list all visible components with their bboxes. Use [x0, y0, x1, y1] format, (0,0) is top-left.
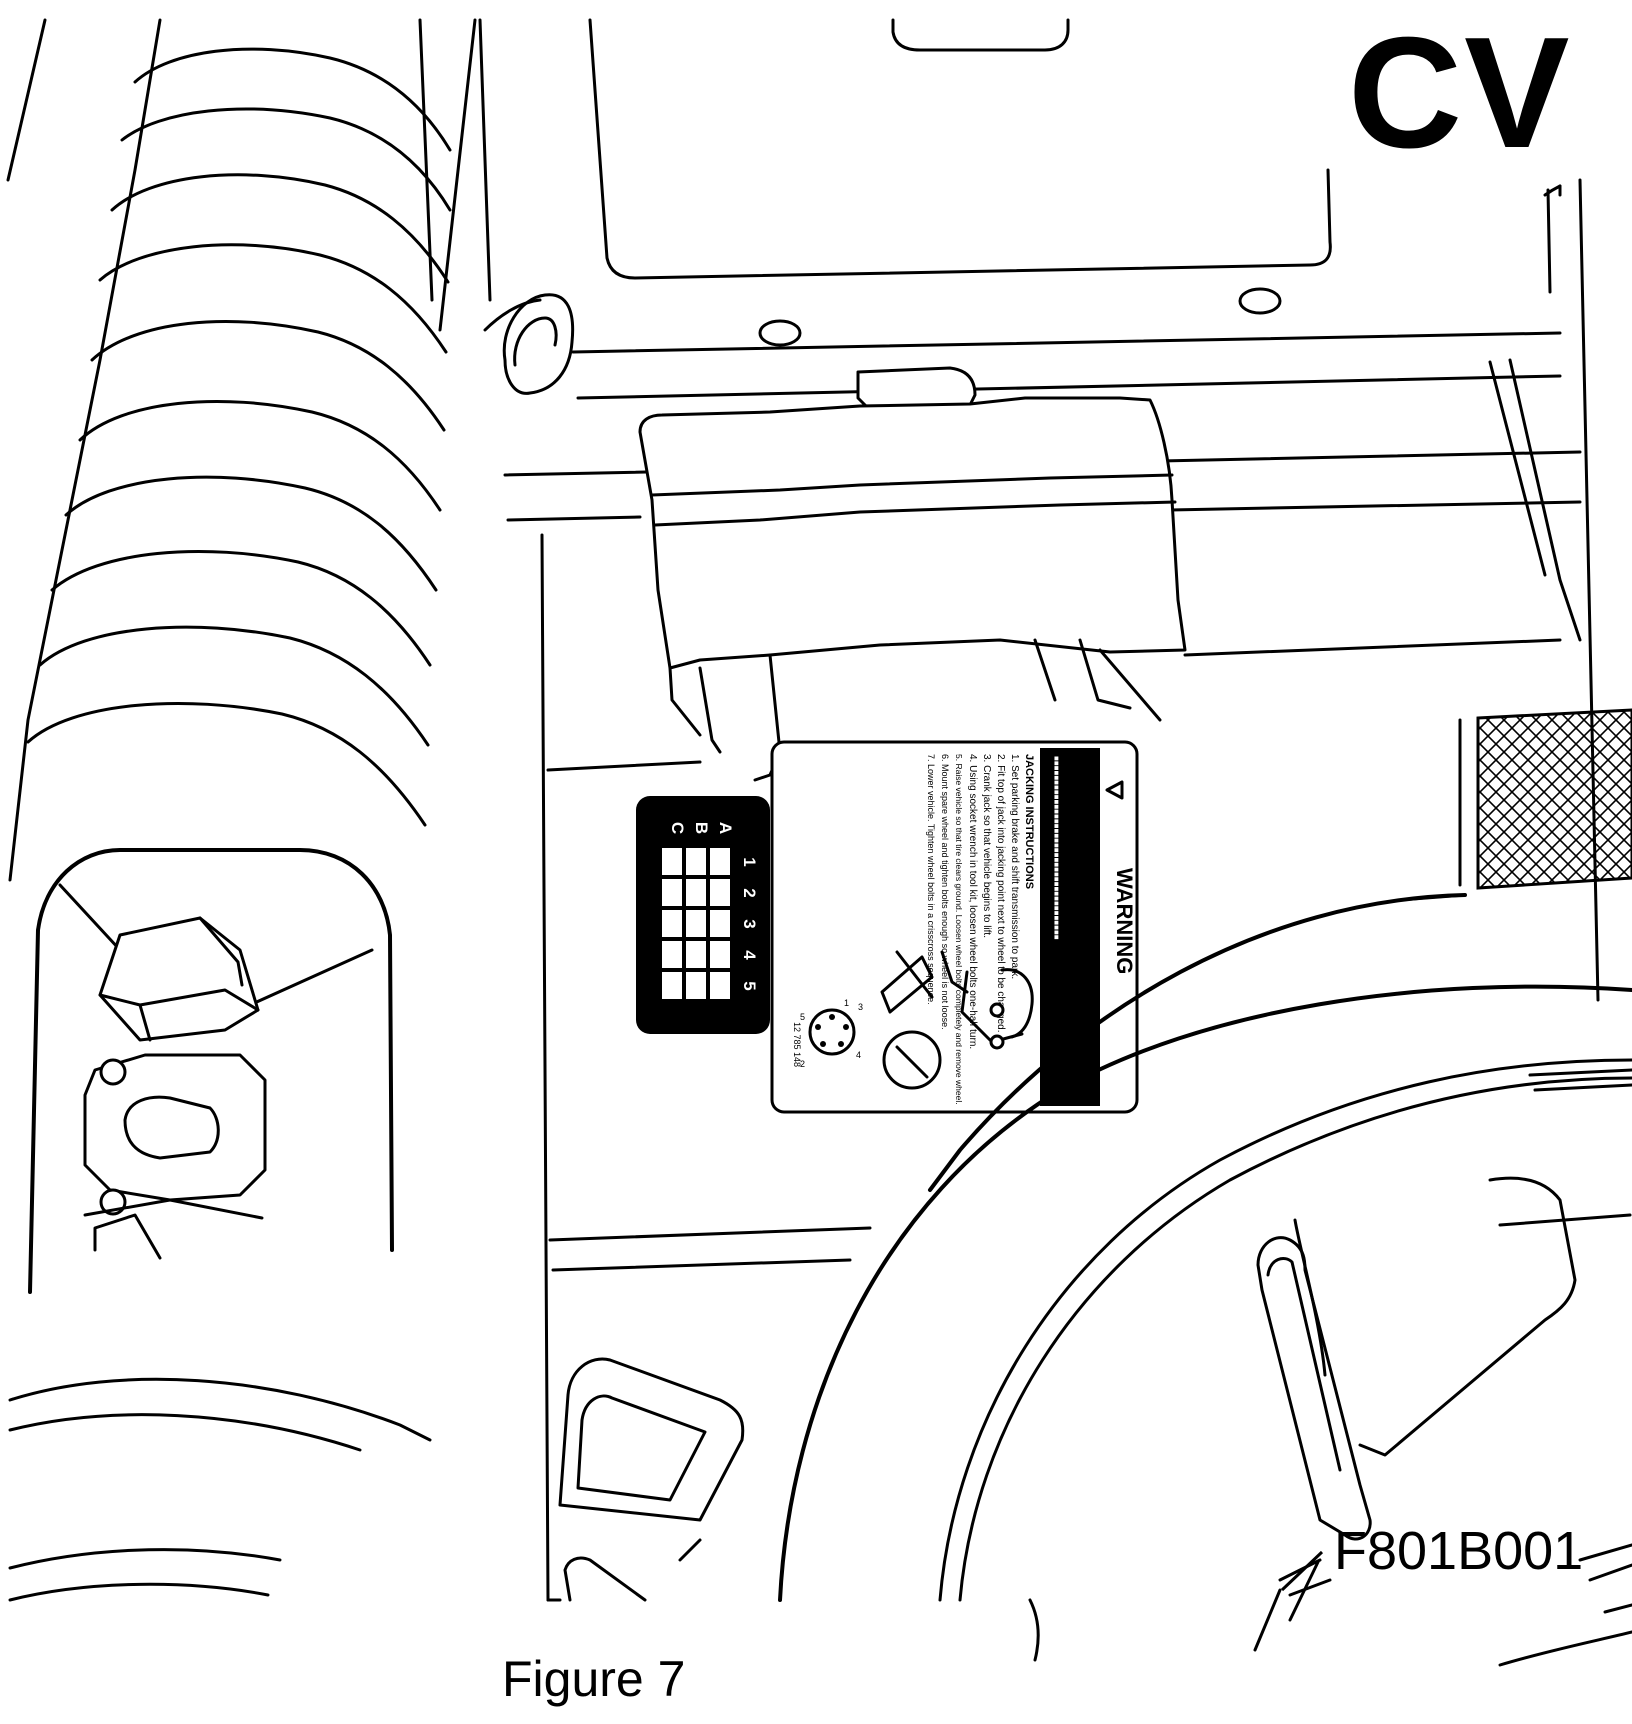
lug-number-2: 2: [800, 1059, 805, 1069]
lug-number-4: 4: [856, 1050, 861, 1060]
chart-column-header: 2: [740, 888, 759, 897]
chart-cell: [686, 941, 706, 968]
car-lift-pictogram: [960, 968, 1034, 1050]
chart-cell: [686, 910, 706, 937]
figure-caption: Figure 7: [502, 1651, 686, 1707]
instruction-step-2: 2. Fit top of jack into jacking point ne…: [995, 754, 1006, 1033]
instruction-step-7: 7. Lower vehicle. Tighten wheel bolts in…: [926, 754, 936, 1005]
chart-row-header: B: [692, 822, 711, 834]
chart-cell: [686, 879, 706, 906]
instruction-step-1: 1. Set parking brake and shift transmiss…: [1009, 754, 1020, 979]
instruction-step-4: 4. Using socket wrench in tool kit, loos…: [967, 754, 978, 1049]
instructions-title: JACKING INSTRUCTIONS: [1023, 754, 1035, 889]
instruction-step-3: 3. Crank jack so that vehicle begins to …: [981, 754, 992, 938]
chart-column-header: 1: [740, 857, 759, 866]
chart-column-header: 4: [740, 950, 759, 960]
chart-cell: [662, 910, 682, 937]
instruction-step-5: 5. Raise vehicle so that tire clears gro…: [954, 754, 964, 1105]
chart-cell: [686, 848, 706, 875]
chart-cell: [710, 848, 730, 875]
chart-row-header: C: [668, 822, 687, 834]
chart-cell: [710, 910, 730, 937]
spare-wheel: [778, 893, 1632, 1667]
warning-label: ■■■■■■■■■■■■■■■■■■■■■■■■■■■■■■■■■■■■■■ W…: [770, 740, 1139, 1114]
lug-sequence-pictogram: 1 2 3 4 5: [800, 998, 863, 1069]
chart-cell: [710, 972, 730, 999]
band-text-1: ■■■■■■■■■■■■■■■■■■■■■■■■■■■■■■■■■■■■■■: [1052, 756, 1061, 940]
chart-cell: [662, 848, 682, 875]
chart-cell: [662, 941, 682, 968]
chart-row-header: A: [716, 822, 735, 834]
chart-column-header: 3: [740, 919, 759, 928]
lug-number-3: 3: [858, 1002, 863, 1012]
chart-cell: [710, 941, 730, 968]
jack-position-chart: 1 2 3 4 5 ABC: [636, 796, 770, 1034]
tire-pictogram: [882, 1030, 942, 1090]
chart-column-header: 5: [740, 981, 759, 990]
model-mark: CV: [1348, 5, 1572, 181]
part-number: 12 785 148: [792, 1022, 802, 1067]
jack-holder-bracket: [546, 366, 1562, 782]
chart-cell: [662, 879, 682, 906]
chart-cell: [662, 972, 682, 999]
lug-number-1: 1: [844, 998, 849, 1008]
left-ribbed-panel: [6, 18, 477, 1602]
chart-cell: [710, 879, 730, 906]
instruction-step-6: 6. Mount spare wheel and tighten bolts e…: [940, 754, 950, 1030]
jack-position-grid: 1 2 3 4 5 ABC: [662, 822, 759, 999]
lug-number-5: 5: [800, 1012, 805, 1022]
warning-heading: WARNING: [1112, 868, 1137, 974]
figure-code: F801B001: [1334, 1521, 1584, 1581]
lower-trim-panel: [540, 533, 872, 1602]
chart-cell: [686, 972, 706, 999]
crosshatch-insert: [1458, 708, 1632, 890]
jack-crank-pictogram: [880, 950, 969, 1014]
